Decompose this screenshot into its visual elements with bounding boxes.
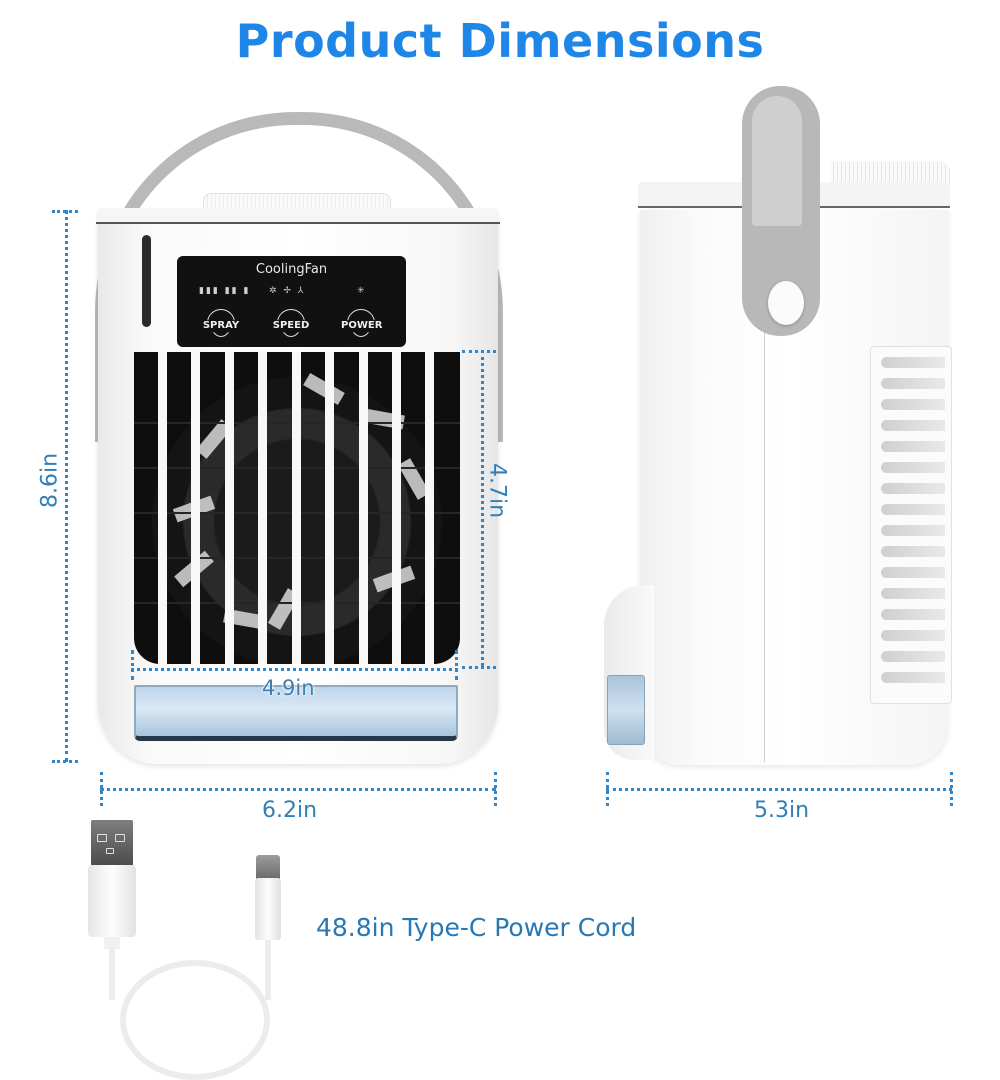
grille-width-dimension-line [131,668,458,671]
water-level-window [142,235,151,327]
grille-bar [292,352,301,664]
vent-slot [881,651,945,662]
brand-label: CoolingFan [255,262,328,277]
power-button-label: POWER [341,320,383,331]
spray-button-label: SPRAY [202,320,240,331]
usb-a-contact [97,834,107,842]
usb-a-contact [115,834,125,842]
power-indicator-icon: ✳ [357,286,367,296]
grille-width-label: 4.9in [262,676,315,700]
grille-bar [392,352,401,664]
depth-label: 5.3in [754,798,810,823]
dimension-tick [462,350,496,353]
usb-a-contact [106,848,114,854]
height-label: 8.6in [37,452,63,509]
fan-grille [134,352,460,664]
usb-a-connector-icon [91,820,133,866]
vent-slot [881,462,945,473]
vent-slot [881,567,945,578]
height-dimension-line [65,210,68,762]
side-air-vent [870,346,952,704]
vent-slot [881,609,945,620]
grille-bar [359,352,368,664]
vent-slot [881,504,945,515]
control-panel: CoolingFan ▮▮▮ ▮▮ ▮ ✲ ✢ ⅄ ✳ SPRAY SPEED … [177,256,406,347]
water-tank [607,675,645,745]
vent-slot [881,420,945,431]
dimension-tick [462,666,496,669]
grille-bar [158,352,167,664]
vent-slot [881,525,945,536]
spray-level-indicator-icon: ▮▮▮ ▮▮ ▮ [199,286,251,296]
usb-c-plug-housing [255,878,281,940]
vent-slot [881,588,945,599]
vent-slot [881,672,945,683]
dimension-tick [52,760,78,763]
vent-slot [881,357,945,368]
speed-button-label: SPEED [272,320,310,331]
strap-button [768,281,804,325]
grille-bar [425,352,434,664]
dimension-tick [494,772,497,806]
grille-bar [191,352,200,664]
fan-speed-indicator-icon: ✲ ✢ ⅄ [269,286,306,296]
grille-bar [258,352,267,664]
usb-c-connector-icon [256,855,280,879]
speed-button[interactable]: SPEED [271,309,311,339]
depth-dimension-line [606,788,952,791]
grille-height-label: 4.7in [484,462,510,519]
water-tank [134,685,458,741]
cable-segment [265,940,271,1000]
vent-slot [881,378,945,389]
page-title: Product Dimensions [235,14,765,68]
grille-bar [225,352,234,664]
body-seam [764,210,765,762]
cable-loop [120,960,270,1080]
cable-length-label: 48.8in Type-C Power Cord [316,913,637,942]
carry-strap-loop [752,96,802,226]
power-button[interactable]: POWER [341,309,383,339]
vent-slot [881,483,945,494]
vent-slot [881,399,945,410]
vent-slot [881,441,945,452]
grille-height-dimension-line [481,350,484,666]
dimension-tick [131,650,134,680]
usb-a-strain-relief [104,937,120,949]
width-label: 6.2in [262,798,318,823]
vent-slot [881,546,945,557]
cable-segment [109,948,115,1000]
dimension-tick [950,772,953,806]
device-lid [96,208,500,224]
grille-bar [325,352,334,664]
spray-button[interactable]: SPRAY [201,309,241,339]
vent-slot [881,630,945,641]
usb-a-plug-housing [88,865,136,937]
width-dimension-line [100,788,496,791]
dimension-tick [455,650,458,680]
